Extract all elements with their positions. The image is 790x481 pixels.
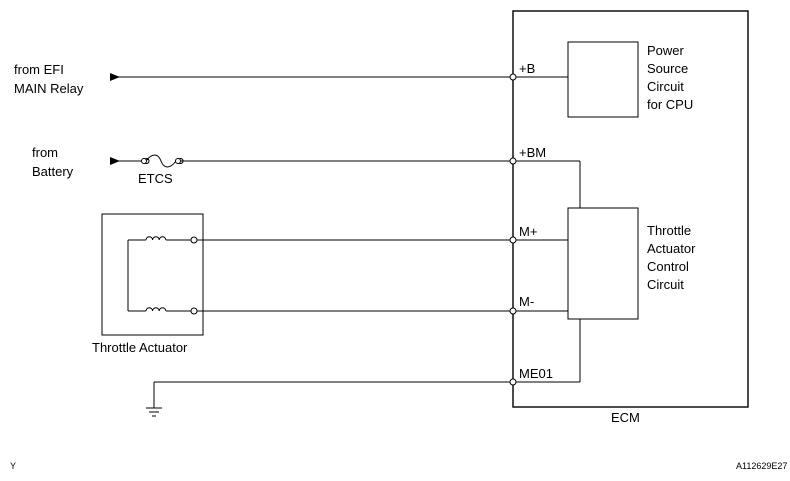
fuse-terminal-left xyxy=(141,158,147,164)
power-circuit-line-2: Source xyxy=(647,61,688,76)
motor-coil-icon xyxy=(145,236,167,241)
actuator-terminal-m-minus xyxy=(190,307,198,315)
power-circuit-line-1: Power xyxy=(647,43,685,58)
ecm-label: ECM xyxy=(611,410,640,425)
ecm-terminal-m-minus xyxy=(509,307,517,315)
fuse-terminal-right xyxy=(175,158,181,164)
throttle-circuit-line-3: Control xyxy=(647,259,689,274)
motor-coil-icon xyxy=(145,307,167,312)
ecm-terminal-m-plus xyxy=(509,236,517,244)
efi-label-line-1: from EFI xyxy=(14,62,64,77)
power-circuit-line-4: for CPU xyxy=(647,97,693,112)
ecm-box xyxy=(512,10,749,408)
power-circuit-line-3: Circuit xyxy=(647,79,684,94)
terminal-label-m-minus: M- xyxy=(519,294,534,309)
terminal-label-me01: ME01 xyxy=(519,366,553,381)
throttle-circuit-line-2: Actuator xyxy=(647,241,696,256)
fuse-label: ETCS xyxy=(138,171,173,186)
efi-label-line-2: MAIN Relay xyxy=(14,81,84,96)
ecm-terminal-plus-bm xyxy=(509,157,517,165)
terminal-label-m-plus: M+ xyxy=(519,224,537,239)
throttle-control-circuit-box xyxy=(567,207,639,320)
throttle-circuit-line-1: Throttle xyxy=(647,223,691,238)
footer-left-code: Y xyxy=(10,461,16,471)
actuator-terminal-m-plus xyxy=(190,236,198,244)
ground-icon xyxy=(146,407,162,417)
ecm-terminal-plus-b xyxy=(509,73,517,81)
power-source-circuit-box xyxy=(567,41,639,118)
throttle-actuator-label: Throttle Actuator xyxy=(92,340,188,355)
terminal-label-plus-bm: +BM xyxy=(519,145,546,160)
figure-id: A112629E27 xyxy=(736,461,787,471)
ecm-terminal-me01 xyxy=(509,378,517,386)
battery-label-line-1: from xyxy=(32,145,58,160)
throttle-actuator-box xyxy=(101,213,204,336)
throttle-circuit-line-4: Circuit xyxy=(647,277,684,292)
battery-label-line-2: Battery xyxy=(32,164,74,179)
terminal-label-plus-b: +B xyxy=(519,61,535,76)
